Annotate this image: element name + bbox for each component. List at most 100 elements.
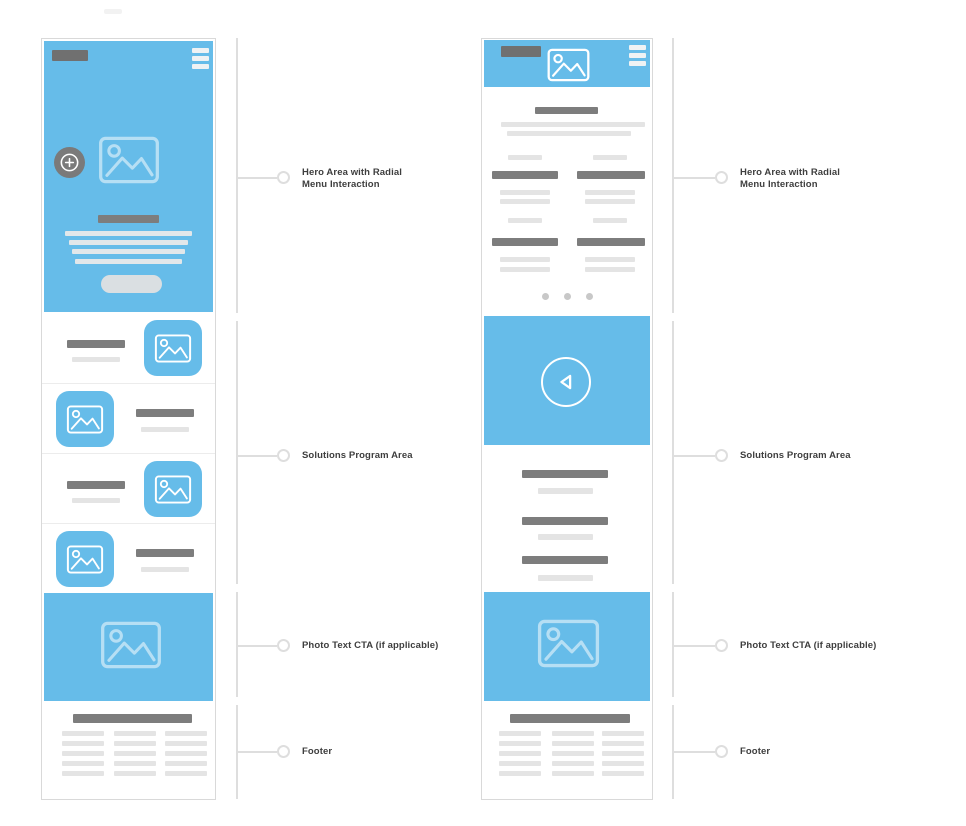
footer-link-bar xyxy=(62,761,104,766)
mobile-wireframe-1 xyxy=(41,38,216,800)
grid-label-bar xyxy=(593,155,627,160)
grid-label-bar xyxy=(508,218,542,223)
image-placeholder-icon xyxy=(154,334,192,363)
annotation-connector-line xyxy=(673,455,715,457)
grid-title-bar xyxy=(577,171,645,179)
section-text-bar xyxy=(538,488,593,494)
annotation-label-solutions: Solutions Program Area xyxy=(302,450,413,461)
grid-label-bar xyxy=(508,155,542,160)
footer-link-bar xyxy=(602,741,644,746)
annotation-marker-circle xyxy=(277,171,290,184)
solution-title-bar xyxy=(67,481,125,489)
footer-link-bar xyxy=(165,761,207,766)
grid-title-bar xyxy=(492,238,558,246)
play-triangle-left-icon xyxy=(553,369,579,395)
footer-link-bar xyxy=(602,751,644,756)
solution-title-bar xyxy=(136,549,194,557)
hamburger-menu-icon[interactable] xyxy=(192,48,209,69)
footer-link-bar xyxy=(62,751,104,756)
grid-text-bar xyxy=(500,190,550,195)
hero-cta-pill-button[interactable] xyxy=(101,275,162,293)
image-placeholder-icon xyxy=(66,545,104,574)
cta-image-placeholder-icon xyxy=(537,619,600,668)
annotation-label-photo-cta: Photo Text CTA (if applicable) xyxy=(740,640,877,651)
hero-text-line xyxy=(75,259,182,264)
section-text-bar xyxy=(538,534,593,540)
annotation-section-line xyxy=(672,321,674,584)
footer-section xyxy=(42,701,215,799)
solution-text-bar xyxy=(141,427,189,432)
annotation-section-line xyxy=(236,321,238,584)
solution-title-bar xyxy=(136,409,194,417)
annotation-label-footer: Footer xyxy=(740,746,771,757)
section-title-bar xyxy=(522,517,608,525)
annotation-marker-circle xyxy=(715,449,728,462)
footer-section xyxy=(482,701,652,799)
hero-content-section xyxy=(482,87,652,316)
solution-row xyxy=(42,523,215,593)
solution-image-tile xyxy=(56,531,114,587)
footer-link-bar xyxy=(602,731,644,736)
cta-image-placeholder-icon xyxy=(99,621,163,669)
footer-link-bar xyxy=(499,731,541,736)
grid-title-bar xyxy=(577,238,645,246)
footer-link-bar xyxy=(114,761,156,766)
annotation-marker-circle xyxy=(715,745,728,758)
annotation-label-hero: Hero Area with Radial Menu Interaction xyxy=(302,167,402,190)
solution-image-tile xyxy=(56,391,114,447)
annotation-connector-line xyxy=(237,645,277,647)
footer-link-bar xyxy=(552,771,594,776)
grid-text-bar xyxy=(585,257,635,262)
carousel-dot[interactable] xyxy=(542,293,549,300)
mobile-wireframe-2 xyxy=(481,38,653,800)
annotation-section-line xyxy=(236,592,238,697)
image-placeholder-icon xyxy=(154,475,192,504)
solution-image-tile xyxy=(144,320,202,376)
carousel-dot[interactable] xyxy=(586,293,593,300)
section-title-bar xyxy=(522,556,608,564)
footer-link-bar xyxy=(602,761,644,766)
footer-link-bar xyxy=(499,761,541,766)
hamburger-menu-icon[interactable] xyxy=(629,45,646,66)
grid-text-bar xyxy=(585,267,635,272)
grid-label-bar xyxy=(593,218,627,223)
radial-menu-button[interactable] xyxy=(54,147,85,178)
solution-text-bar xyxy=(141,567,189,572)
faint-smudge-mark xyxy=(104,9,122,14)
logo-placeholder xyxy=(501,46,541,57)
footer-link-bar xyxy=(114,731,156,736)
footer-link-bar xyxy=(165,751,207,756)
section-title-bar xyxy=(522,470,608,478)
heading-bar xyxy=(535,107,598,114)
text-line xyxy=(501,122,645,127)
grid-text-bar xyxy=(500,267,550,272)
annotation-connector-line xyxy=(237,177,277,179)
footer-link-bar xyxy=(602,771,644,776)
footer-link-bar xyxy=(552,751,594,756)
photo-cta-section xyxy=(484,592,650,701)
annotation-marker-circle xyxy=(715,639,728,652)
annotation-marker-circle xyxy=(277,449,290,462)
play-button[interactable] xyxy=(541,357,591,407)
annotation-label-photo-cta: Photo Text CTA (if applicable) xyxy=(302,640,439,651)
annotation-marker-circle xyxy=(277,745,290,758)
carousel-dot[interactable] xyxy=(564,293,571,300)
footer-link-bar xyxy=(552,761,594,766)
solution-title-bar xyxy=(67,340,125,348)
hero-text-line xyxy=(65,231,192,236)
annotation-section-line xyxy=(672,592,674,697)
photo-cta-section xyxy=(44,593,213,701)
annotation-connector-line xyxy=(237,455,277,457)
footer-link-bar xyxy=(114,751,156,756)
footer-heading-bar xyxy=(510,714,630,723)
annotation-section-line xyxy=(236,705,238,799)
footer-link-bar xyxy=(165,741,207,746)
grid-text-bar xyxy=(500,257,550,262)
hero-section xyxy=(44,41,213,312)
annotation-section-line xyxy=(672,705,674,799)
solution-row xyxy=(42,313,215,383)
annotation-connector-line xyxy=(673,177,715,179)
logo-placeholder xyxy=(52,50,88,61)
header-image-placeholder-icon xyxy=(547,48,590,82)
solution-row xyxy=(42,383,215,453)
